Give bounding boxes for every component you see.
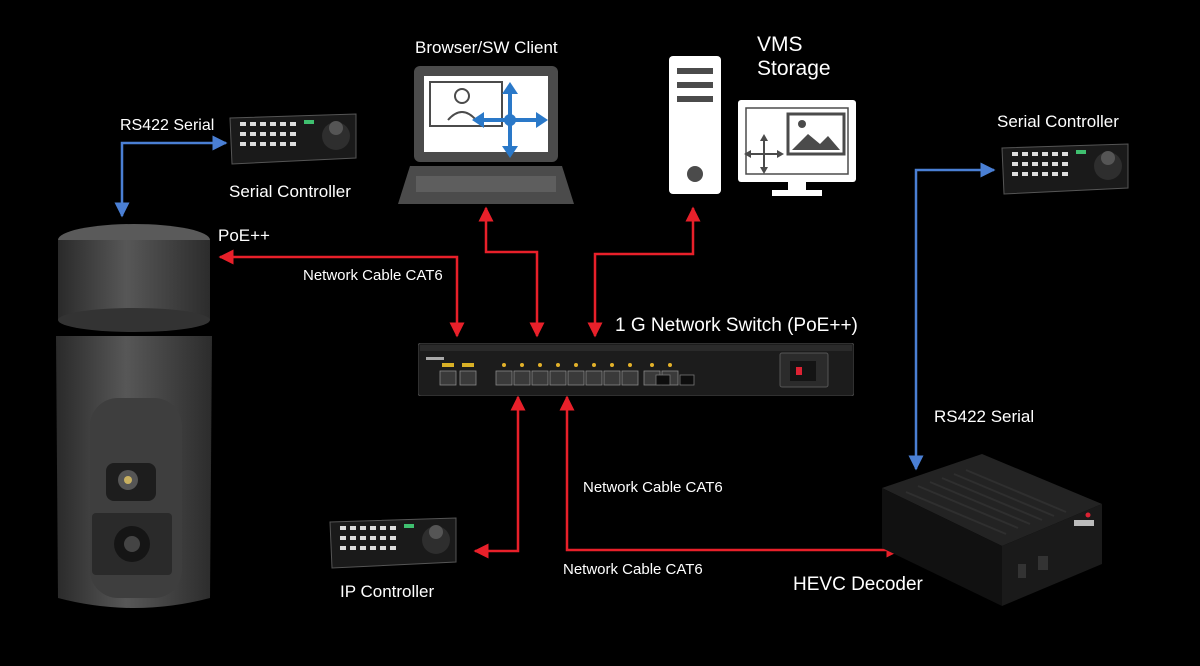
ip-controller-label: IP Controller (340, 582, 435, 601)
vms-label-line1: VMS (757, 33, 803, 56)
decoder-box-icon (878, 452, 1106, 608)
vms-label-line2: Storage (757, 57, 831, 80)
ptz-camera-icon (52, 218, 217, 618)
camera-network-link (218, 249, 465, 338)
network-switch-icon (418, 343, 854, 396)
decoder-network-link (559, 395, 902, 558)
network-cable-bottom-label: Network Cable CAT6 (563, 561, 703, 578)
network-cable-top-label: Network Cable CAT6 (303, 267, 443, 284)
network-cable-mid-label: Network Cable CAT6 (583, 479, 723, 496)
laptop-icon (396, 64, 576, 208)
serial-link-left (114, 135, 228, 218)
serial-controller-left-label: Serial Controller (229, 182, 351, 201)
monitor-icon (736, 98, 858, 198)
rs422-left-label: RS422 Serial (120, 117, 215, 134)
poe-label: PoE++ (218, 226, 270, 245)
joystick-controller-icon (328, 512, 458, 570)
server-tower-icon (667, 54, 723, 196)
rs422-right-label: RS422 Serial (934, 407, 1035, 426)
laptop-network-link (478, 206, 545, 338)
hevc-decoder-label: HEVC Decoder (793, 574, 923, 595)
browser-client-label: Browser/SW Client (415, 38, 558, 57)
serial-controller-right-label: Serial Controller (997, 112, 1119, 131)
ip-controller-network-link (473, 395, 526, 559)
switch-label: 1 G Network Switch (PoE++) (615, 315, 858, 336)
vms-network-link (587, 206, 701, 338)
joystick-controller-icon (1000, 138, 1130, 196)
serial-link-right (908, 162, 996, 471)
joystick-controller-icon (228, 108, 358, 166)
